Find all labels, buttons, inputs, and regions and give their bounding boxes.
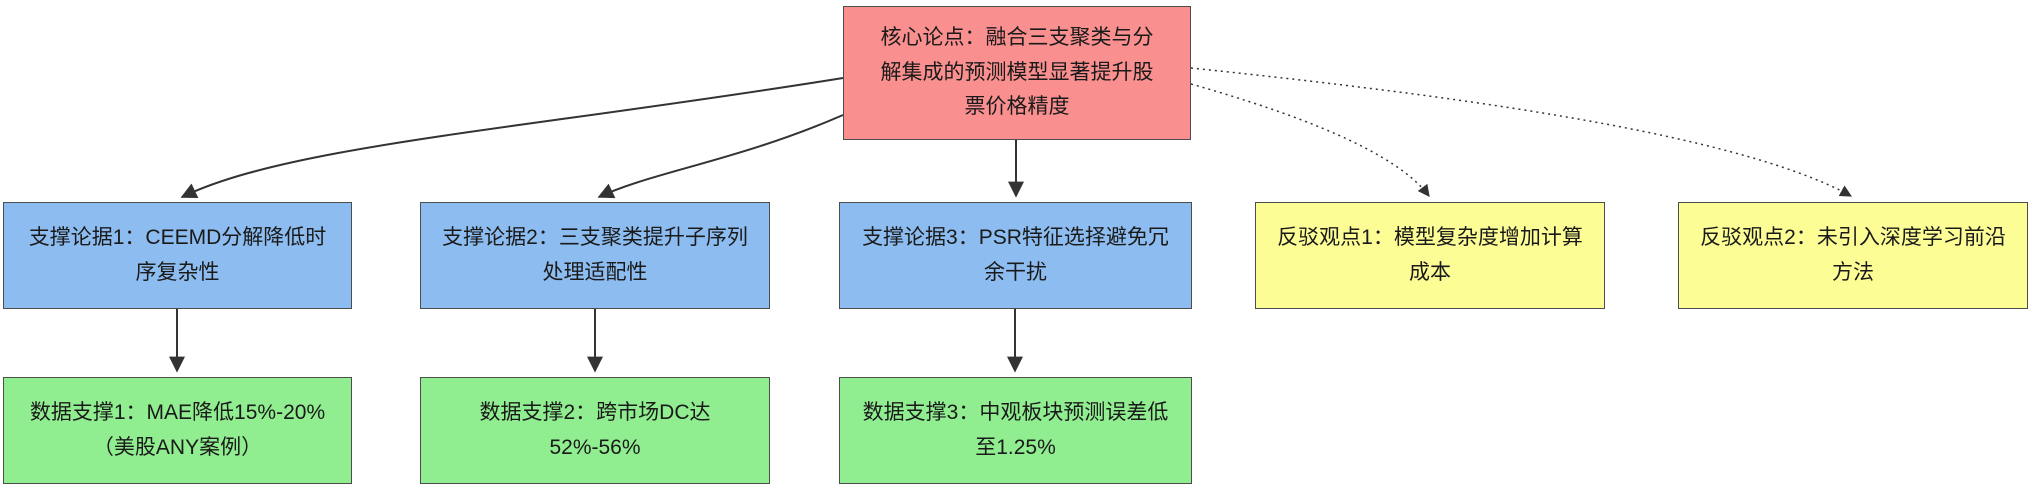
node-supporting-argument-3: 支撑论据3：PSR特征选择避免冗余干扰 xyxy=(839,202,1192,309)
node-supporting-argument-3-label: 支撑论据3：PSR特征选择避免冗余干扰 xyxy=(862,225,1169,284)
node-data-support-3: 数据支撑3：中观板块预测误差低至1.25% xyxy=(839,377,1192,484)
node-counter-argument-2-label: 反驳观点2：未引入深度学习前沿方法 xyxy=(1700,225,2006,284)
node-core-thesis-label: 核心论点：融合三支聚类与分解集成的预测模型显著提升股票价格精度 xyxy=(880,26,1154,119)
node-supporting-argument-2: 支撑论据2：三支聚类提升子序列处理适配性 xyxy=(420,202,770,309)
node-counter-argument-2: 反驳观点2：未引入深度学习前沿方法 xyxy=(1678,202,2028,309)
node-data-support-1: 数据支撑1：MAE降低15%-20%（美股ANY案例） xyxy=(3,377,352,484)
node-core-thesis: 核心论点：融合三支聚类与分解集成的预测模型显著提升股票价格精度 xyxy=(843,6,1191,140)
node-data-support-1-label: 数据支撑1：MAE降低15%-20%（美股ANY案例） xyxy=(29,400,326,459)
edge-core-to-support2 xyxy=(597,114,844,199)
edge-core-to-support1 xyxy=(180,77,844,198)
node-supporting-argument-2-label: 支撑论据2：三支聚类提升子序列处理适配性 xyxy=(442,225,748,284)
edge-core-to-counter1 xyxy=(1190,83,1430,197)
node-data-support-2: 数据支撑2：跨市场DC达52%-56% xyxy=(420,377,770,484)
node-data-support-3-label: 数据支撑3：中观板块预测误差低至1.25% xyxy=(862,400,1169,459)
node-supporting-argument-1: 支撑论据1：CEEMD分解降低时序复杂性 xyxy=(3,202,352,309)
node-counter-argument-1: 反驳观点1：模型复杂度增加计算成本 xyxy=(1255,202,1605,309)
edge-core-to-counter2 xyxy=(1190,67,1853,197)
node-data-support-2-label: 数据支撑2：跨市场DC达52%-56% xyxy=(479,400,711,459)
node-supporting-argument-1-label: 支撑论据1：CEEMD分解降低时序复杂性 xyxy=(28,225,327,284)
node-counter-argument-1-label: 反驳观点1：模型复杂度增加计算成本 xyxy=(1277,225,1583,284)
